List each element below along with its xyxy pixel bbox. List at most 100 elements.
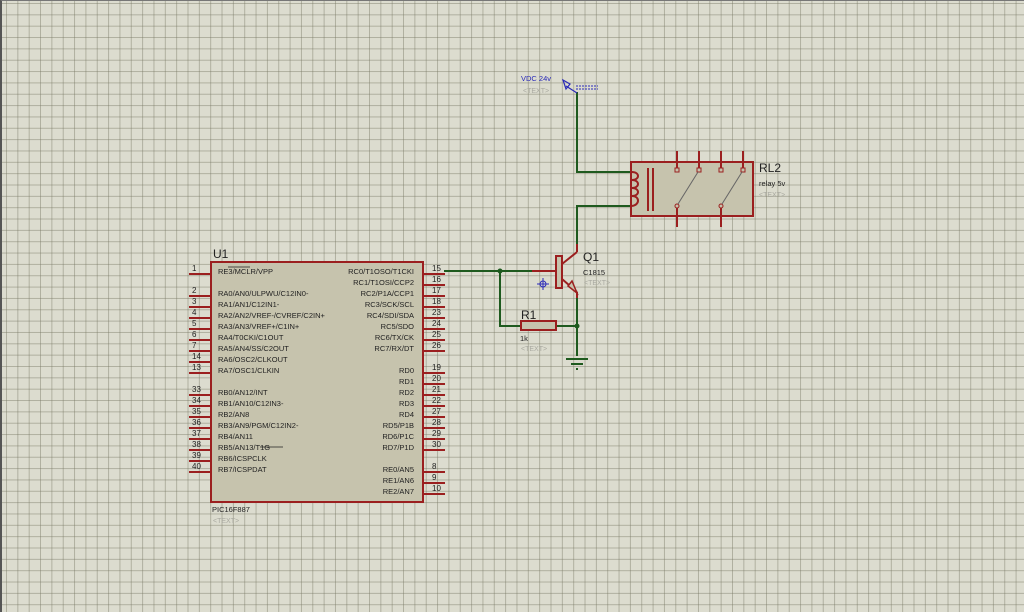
resistor-text: <TEXT> [521, 346, 547, 353]
ic-u1-body[interactable] [210, 261, 424, 503]
pin-number: 3 [192, 297, 197, 306]
ic-pin-left[interactable]: 4 RA2/AN2/VREF-/CVREF/C2IN+ [189, 308, 326, 320]
pin-label: RB7/ICSPDAT [218, 465, 267, 474]
pin-number: 25 [432, 330, 441, 339]
pin-label: RA4/T0CKI/C1OUT [218, 333, 284, 342]
pin-number: 29 [432, 429, 441, 438]
transistor-collector [561, 251, 578, 265]
pin-label: RA7/OSC1/CLKIN [218, 366, 279, 375]
pin-label: RB4/AN11 [218, 432, 253, 441]
pin-number: 5 [192, 319, 197, 328]
wire-collector-to-relay[interactable] [576, 205, 632, 247]
power-text: <TEXT> [523, 88, 549, 95]
pin-label: RD2 [399, 388, 414, 397]
pin-number: 27 [432, 407, 441, 416]
pin-label: RC5/SDO [381, 322, 415, 331]
ic-pin-right[interactable]: 8 RE0/AN5 [383, 462, 445, 474]
pin-label: RB6/ICSPCLK [218, 454, 267, 463]
power-terminal[interactable]: VDC 24v <TEXT> [521, 74, 598, 95]
relay-value: relay 5v [759, 179, 786, 188]
ic-pin-left[interactable]: 37 RB4/AN11 [189, 429, 253, 441]
pin-number: 35 [192, 407, 201, 416]
power-label: VDC 24v [521, 74, 551, 83]
pin-number: 18 [432, 297, 441, 306]
ic-pin-right[interactable]: 27 RD4 [399, 407, 445, 419]
pin-label: RE0/AN5 [383, 465, 414, 474]
ic-pin-right[interactable]: 9 RE1/AN6 [383, 473, 445, 485]
pin-label: RA0/AN0/ULPWU/C12IN0- [218, 289, 309, 298]
pin-label: RA5/AN4/SS/C2OUT [218, 344, 289, 353]
pin-number: 36 [192, 418, 201, 427]
resistor-value: 1k [520, 334, 528, 343]
pin-label: RB5/AN13/T1G [218, 443, 270, 452]
pin-label: RD4 [399, 410, 414, 419]
ic-pin-left[interactable]: 13 RA7/OSC1/CLKIN [189, 363, 279, 375]
pin-label: RC6/TX/CK [375, 333, 414, 342]
pin-label: RB2/AN8 [218, 410, 249, 419]
wire-r1-to-ground[interactable] [556, 325, 578, 356]
pin-label: RD3 [399, 399, 414, 408]
relay-coil-icon [631, 171, 639, 207]
junction-dot [574, 323, 580, 329]
ic-pin-left[interactable]: 35 RB2/AN8 [189, 407, 249, 419]
pin-number: 4 [192, 308, 197, 317]
pin-label: RE1/AN6 [383, 476, 414, 485]
ic-pin-left[interactable]: 7 RA5/AN4/SS/C2OUT [189, 341, 289, 353]
transistor-base-bar [555, 255, 563, 289]
ic-u1-right-pins: 15RC0/T1OSO/T1CKI16RC1/T1OSI/CCP217RC2/P… [348, 264, 445, 496]
transistor-text: <TEXT> [584, 280, 610, 287]
pin-label: RB1/AN10/C12IN3- [218, 399, 284, 408]
pin-number: 37 [192, 429, 201, 438]
relay-rl2[interactable]: RL2 relay 5v <TEXT> [630, 151, 786, 227]
pin-number: 8 [432, 462, 437, 471]
transistor-q1[interactable]: Q1 C1815 <TEXT> [532, 244, 610, 298]
wire-rc0-to-r1[interactable] [499, 271, 522, 327]
pin-label: RE2/AN7 [383, 487, 414, 496]
pin-number: 20 [432, 374, 441, 383]
wire-vdc-to-relay[interactable] [576, 92, 632, 173]
ic-pin-right[interactable]: 25 RC6/TX/CK [375, 330, 445, 342]
pin-label: RC1/T1OSI/CCP2 [353, 278, 414, 287]
pin-label: RC4/SDI/SDA [367, 311, 414, 320]
pin-number: 15 [432, 264, 441, 273]
relay-ref: RL2 [759, 161, 781, 175]
resistor-ref: R1 [521, 308, 537, 322]
pin-number: 9 [432, 473, 437, 482]
pin-number: 7 [192, 341, 197, 350]
resistor-r1[interactable]: R1 1k <TEXT> [520, 308, 557, 353]
pin-number: 17 [432, 286, 441, 295]
pin-label: RA2/AN2/VREF-/CVREF/C2IN+ [218, 311, 326, 320]
pin-number: 13 [192, 363, 201, 372]
